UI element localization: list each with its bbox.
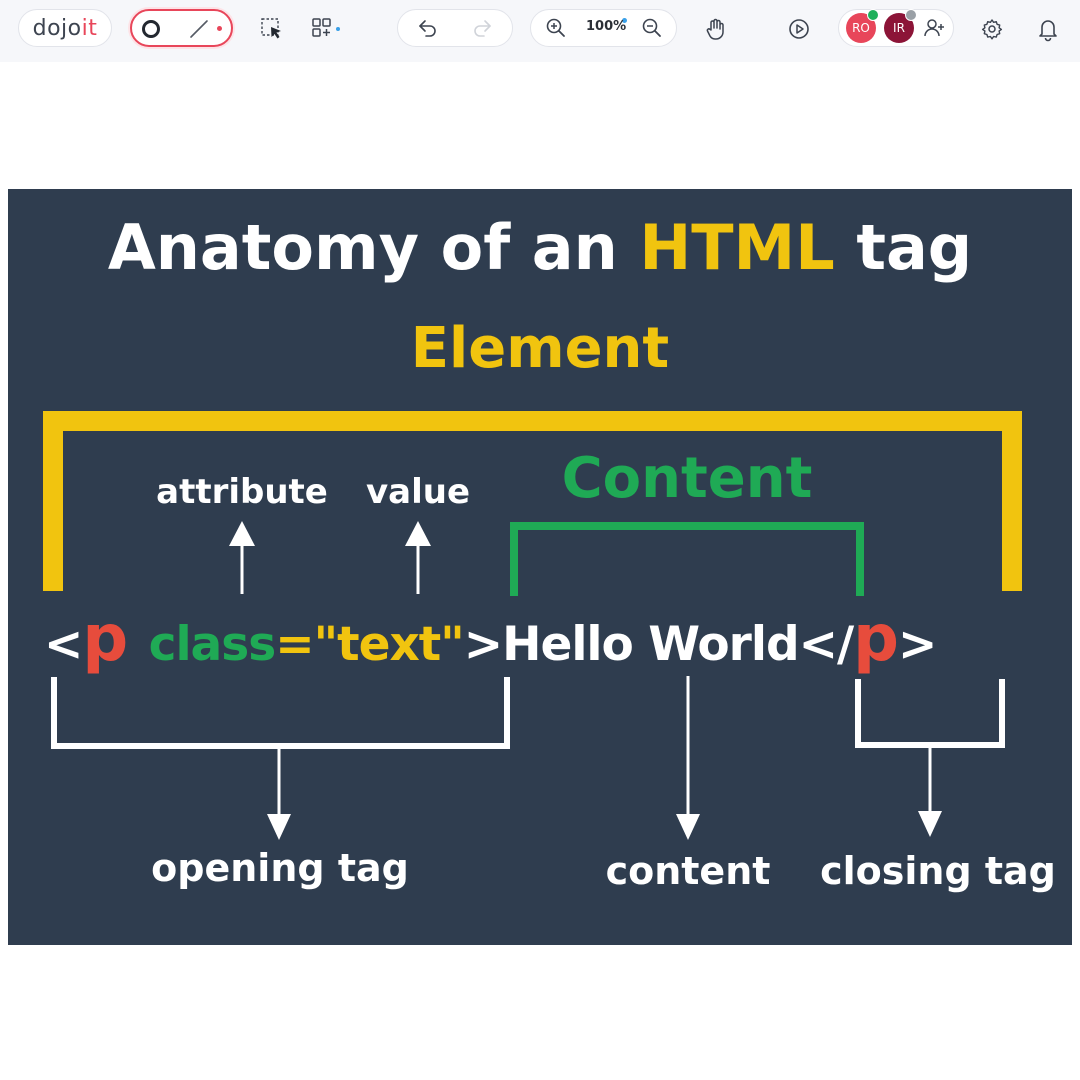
online-status-dot [867,9,879,21]
undo-icon[interactable] [414,15,442,41]
tag-name: p [82,602,128,676]
logo-text-part2: it [81,15,98,41]
close-bracket: > [463,617,503,672]
opening-tag-bracket [51,677,510,749]
history-group [397,9,513,47]
zoom-level[interactable]: 100% [586,19,627,34]
diagram-lines [43,411,1022,840]
avatar-initials: RO [852,21,870,35]
title-highlight: HTML [639,211,835,284]
apps-icon[interactable] [307,12,343,46]
value-label: value [365,472,471,512]
closing-tag-label: closing tag [820,849,1056,893]
closing-tag-arrow [918,748,942,837]
html-code-line: <p class="text">Hello World</p> [44,607,1044,671]
equals-sign: = [275,617,314,672]
zoom-indicator-dot [622,18,627,23]
attribute-arrow [229,521,255,594]
title-text-part2: tag [856,211,973,284]
zoom-group [530,9,677,47]
logo-text-part1: dojo [32,15,82,41]
content-label: Content [561,446,813,511]
element-bracket [43,411,1022,591]
hand-icon[interactable] [697,11,735,47]
attr-value: "text" [313,617,465,672]
content-caption: content [605,849,771,893]
element-label: Element [410,316,670,381]
value-arrow [405,521,431,594]
title-text-part1: Anatomy of an [107,211,618,284]
zoom-out-icon[interactable] [639,15,665,41]
opening-tag-arrow [267,749,291,840]
circle-tool-icon[interactable] [140,18,162,40]
line-tool-icon[interactable] [188,16,214,42]
play-icon[interactable] [781,11,817,47]
closing-tag-name: p [853,602,899,676]
settings-icon[interactable] [974,11,1010,47]
zoom-in-icon[interactable] [543,15,569,41]
attr-name: class [148,617,277,672]
redo-icon[interactable] [468,15,496,41]
select-icon[interactable] [255,12,289,46]
drawing-tools-group [130,9,233,47]
diagram-title: Anatomy of an HTML tag [8,217,1072,279]
add-user-icon[interactable] [920,14,948,42]
closing-tag-bracket [855,679,1005,748]
active-color-dot [217,26,222,31]
attribute-label: attribute [156,472,328,512]
html-anatomy-diagram: Anatomy of an HTML tag Element Content a… [8,189,1072,945]
content-arrow [676,676,700,840]
bell-icon[interactable] [1029,11,1067,47]
closing-close-bracket: > [897,617,937,672]
element-content: Hello World [502,617,799,672]
closing-open-bracket: </ [798,617,855,672]
content-bracket [510,522,864,596]
avatar-initials: IR [893,21,905,35]
opening-tag-label: opening tag [151,846,409,890]
away-status-dot [905,9,917,21]
open-bracket: < [44,617,83,672]
